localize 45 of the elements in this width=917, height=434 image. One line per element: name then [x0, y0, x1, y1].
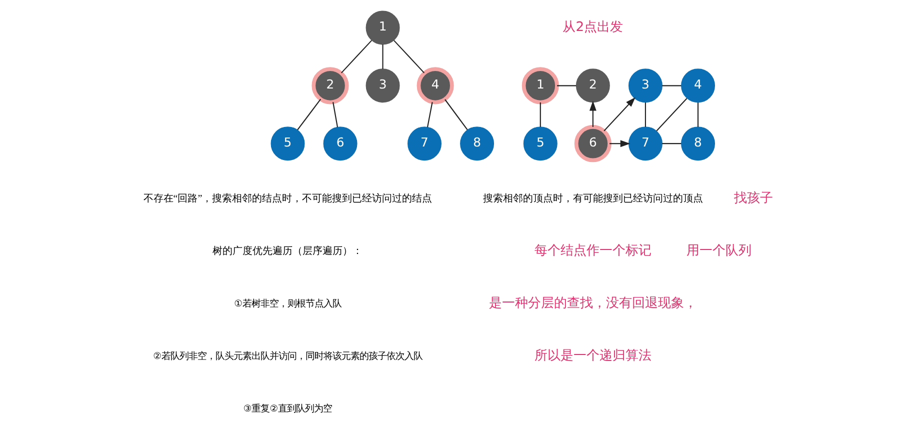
connector — [656, 98, 688, 132]
label: 树的广度优先遍历（层序遍历）： — [212, 246, 363, 258]
label: ②若队列非空，队头元素出队并访问，同时将该元素的孩子依次入队 — [153, 350, 422, 362]
node-circle: 7 — [408, 126, 442, 161]
node-circle: 1 — [522, 67, 559, 104]
connector — [644, 102, 646, 127]
connector — [426, 102, 433, 128]
node-circle: 2 — [312, 67, 349, 104]
connector — [444, 99, 468, 130]
connector — [297, 98, 322, 130]
label: 从2点出发 — [562, 20, 624, 35]
connector — [332, 102, 338, 128]
arrow — [604, 97, 636, 132]
node-circle: 4 — [681, 68, 716, 103]
node-circle: 4 — [416, 67, 454, 104]
node-circle: 5 — [270, 126, 305, 161]
node-circle: 6 — [574, 125, 612, 162]
connector — [540, 102, 541, 127]
label: 搜索相邻的顶点时，有可能搜到已经访问过的顶点 — [482, 193, 703, 204]
label: 是一种分层的查找，没有回退现象， — [488, 296, 697, 312]
node-circle: 1 — [366, 10, 400, 45]
node-circle: 3 — [628, 68, 662, 103]
arrow — [610, 140, 630, 148]
label: 所以是一个递归算法 — [534, 348, 652, 364]
connector — [340, 40, 372, 74]
label: 不存在“回路”，搜索相邻的结点时，不可能搜到已经访问过的结点 — [143, 193, 432, 204]
node-circle: 7 — [628, 126, 662, 161]
node-circle: 5 — [523, 126, 558, 161]
label: 找孩子 — [734, 191, 774, 206]
node-circle: 6 — [323, 126, 358, 161]
connector — [662, 85, 682, 86]
connector — [382, 44, 384, 70]
node-circle: 2 — [576, 68, 610, 103]
arrow — [589, 100, 596, 127]
label: ①若树非空，则根节点入队 — [234, 298, 342, 310]
label: 用一个队列 — [686, 244, 752, 259]
connector — [557, 85, 576, 86]
connector — [662, 143, 682, 144]
node-circle: 8 — [460, 126, 494, 161]
label: ③重复②直到队列为空 — [243, 403, 332, 414]
node-circle: 3 — [366, 68, 400, 103]
connector — [394, 40, 425, 74]
connector — [697, 102, 699, 127]
node-circle: 8 — [681, 126, 716, 161]
label: 每个结点作一个标记 — [534, 244, 652, 259]
